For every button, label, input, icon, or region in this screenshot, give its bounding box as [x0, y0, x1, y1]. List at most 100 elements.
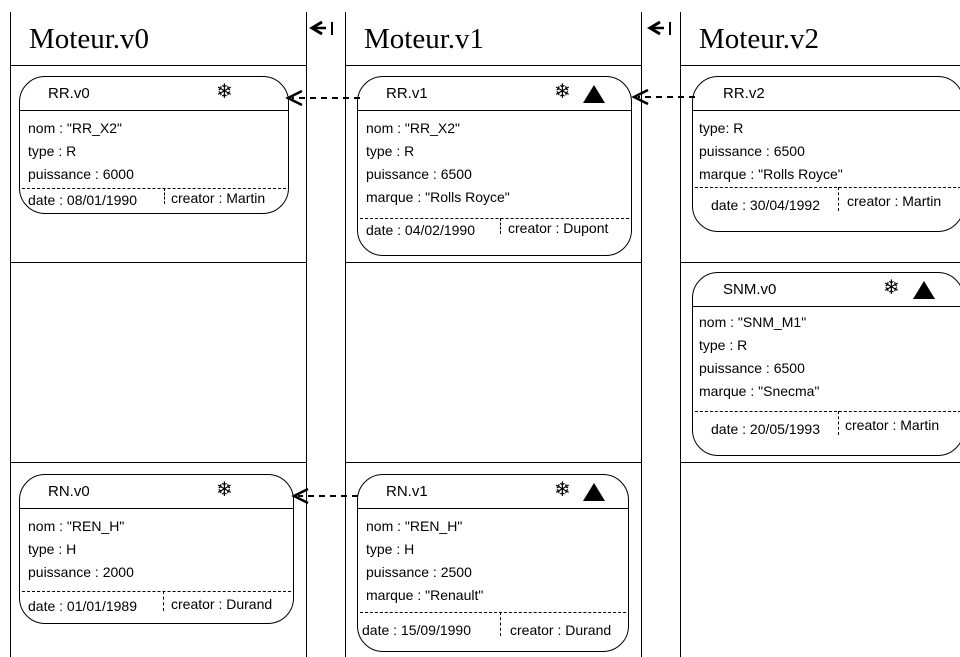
attribute: type : R [28, 143, 77, 159]
attribute: type : H [366, 541, 415, 557]
attribute: type : H [28, 541, 77, 557]
card-header: SNM.v0 ❄ [693, 273, 960, 307]
column-title: Moteur.v0 [11, 12, 306, 66]
card-footer: date : 04/02/1990 creator : Dupont [358, 218, 631, 256]
attribute: nom : "RR_X2" [366, 120, 460, 136]
footer-divider [163, 591, 164, 611]
version-card-rr-v2[interactable]: RR.v2 type: R puissance : 6500 marque : … [692, 76, 960, 232]
card-header: RR.v0 ❄ [20, 77, 288, 111]
attribute: nom : "SNM_M1" [699, 314, 807, 330]
attribute: puissance : 6500 [366, 166, 472, 182]
column-title: Moteur.v1 [346, 12, 641, 66]
arrow-left-icon [309, 20, 333, 36]
footer-divider [500, 612, 501, 636]
version-card-rn-v1[interactable]: RN.v1 ❄ nom : "REN_H" type : H puissance… [357, 474, 629, 652]
footer-separator [22, 591, 291, 592]
card-footer: date : 15/09/1990 creator : Durand [358, 612, 628, 652]
arrow-left-icon [291, 487, 358, 505]
card-name: RN.v0 [48, 483, 90, 500]
row-divider [346, 262, 641, 263]
snowflake-icon: ❄ [554, 479, 571, 501]
attribute: type: R [699, 120, 744, 136]
card-attributes: nom : "REN_H" type : H puissance : 2000 [28, 515, 134, 584]
column-moteur-v1: Moteur.v1 [345, 12, 642, 657]
card-creator: creator : Martin [171, 190, 266, 206]
card-name: RR.v0 [48, 85, 90, 102]
card-header: RN.v1 ❄ [358, 475, 628, 509]
card-header: RR.v1 ❄ [358, 77, 631, 111]
card-creator: creator : Martin [847, 193, 942, 209]
attribute: type : R [366, 143, 415, 159]
footer-divider [838, 411, 839, 435]
attribute: type : R [699, 337, 748, 353]
version-card-rr-v1[interactable]: RR.v1 ❄ nom : "RR_X2" type : R puissance… [357, 76, 632, 256]
card-date: date : 08/01/1990 [28, 192, 137, 208]
card-creator: creator : Durand [510, 622, 612, 638]
snowflake-icon: ❄ [883, 277, 900, 299]
footer-separator [360, 218, 629, 219]
row-divider [681, 462, 960, 463]
card-attributes: nom : "RR_X2" type : R puissance : 6000 [28, 117, 134, 186]
attribute: puissance : 2000 [28, 564, 134, 580]
card-date: date : 30/04/1992 [711, 197, 820, 213]
card-creator: creator : Martin [845, 417, 940, 433]
row-divider [11, 262, 306, 263]
footer-divider [500, 218, 501, 234]
card-creator: creator : Dupont [508, 220, 609, 236]
attribute: nom : "RR_X2" [28, 120, 122, 136]
card-date: date : 01/01/1989 [28, 598, 137, 614]
column-moteur-v0: Moteur.v0 [10, 12, 307, 657]
version-card-rr-v0[interactable]: RR.v0 ❄ nom : "RR_X2" type : R puissance… [19, 76, 289, 214]
attribute: puissance : 6000 [28, 166, 134, 182]
version-card-snm-v0[interactable]: SNM.v0 ❄ nom : "SNM_M1" type : R puissan… [692, 272, 960, 456]
footer-separator [360, 612, 626, 613]
snowflake-icon: ❄ [216, 81, 233, 103]
row-divider [11, 462, 306, 463]
attribute: puissance : 2500 [366, 564, 472, 580]
arrow-left-icon [631, 88, 695, 106]
row-divider [346, 462, 641, 463]
card-date: date : 04/02/1990 [366, 222, 475, 238]
card-attributes: type: R puissance : 6500 marque : "Rolls… [699, 117, 843, 186]
attribute: nom : "REN_H" [28, 518, 125, 534]
attribute: marque : "Rolls Royce" [699, 166, 843, 182]
footer-separator [695, 411, 960, 412]
card-name: RN.v1 [386, 483, 428, 500]
footer-separator [22, 188, 286, 189]
triangle-icon [583, 483, 605, 501]
attribute: marque : "Rolls Royce" [366, 189, 510, 205]
footer-divider [164, 188, 165, 204]
attribute: marque : "Snecma" [699, 383, 820, 399]
column-title: Moteur.v2 [681, 12, 960, 66]
card-attributes: nom : "SNM_M1" type : R puissance : 6500… [699, 311, 819, 403]
triangle-icon [913, 281, 935, 299]
card-footer: date : 01/01/1989 creator : Durand [20, 591, 293, 624]
card-name: SNM.v0 [723, 281, 777, 298]
card-footer: date : 30/04/1992 creator : Martin [693, 187, 960, 232]
card-attributes: nom : "RR_X2" type : R puissance : 6500 … [366, 117, 510, 209]
snowflake-icon: ❄ [216, 479, 233, 501]
attribute: puissance : 6500 [699, 143, 805, 159]
card-footer: date : 20/05/1993 creator : Martin [693, 411, 960, 456]
card-header: RN.v0 ❄ [20, 475, 293, 509]
card-creator: creator : Durand [171, 596, 273, 612]
attribute: nom : "REN_H" [366, 518, 463, 534]
footer-separator [695, 187, 960, 188]
arrow-left-icon [285, 89, 360, 107]
row-divider [681, 262, 960, 263]
footer-divider [838, 187, 839, 211]
arrow-left-icon [647, 20, 671, 36]
card-date: date : 15/09/1990 [362, 622, 471, 638]
triangle-icon [583, 85, 605, 103]
card-date: date : 20/05/1993 [711, 421, 820, 437]
card-footer: date : 08/01/1990 creator : Martin [20, 188, 288, 214]
card-name: RR.v1 [386, 85, 428, 102]
attribute: puissance : 6500 [699, 360, 805, 376]
card-name: RR.v2 [723, 85, 765, 102]
card-attributes: nom : "REN_H" type : H puissance : 2500 … [366, 515, 483, 607]
column-moteur-v2: Moteur.v2 [680, 12, 960, 657]
attribute: marque : "Renault" [366, 587, 484, 603]
version-card-rn-v0[interactable]: RN.v0 ❄ nom : "REN_H" type : H puissance… [19, 474, 294, 624]
card-header: RR.v2 [693, 77, 960, 111]
